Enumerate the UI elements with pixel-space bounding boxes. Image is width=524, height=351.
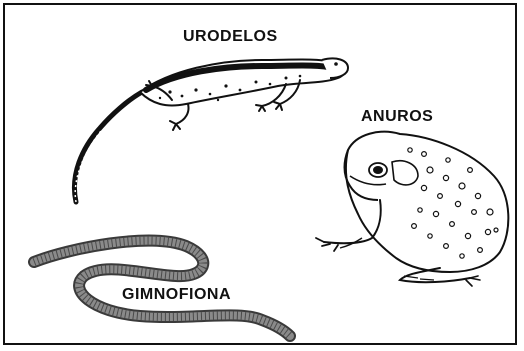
- salamander-icon: [74, 58, 348, 202]
- label-urodelos: URODELOS: [183, 28, 278, 46]
- label-anuros: ANUROS: [361, 108, 433, 126]
- toad-icon: [316, 132, 508, 286]
- label-gimnofiona: GIMNOFIONA: [122, 286, 231, 304]
